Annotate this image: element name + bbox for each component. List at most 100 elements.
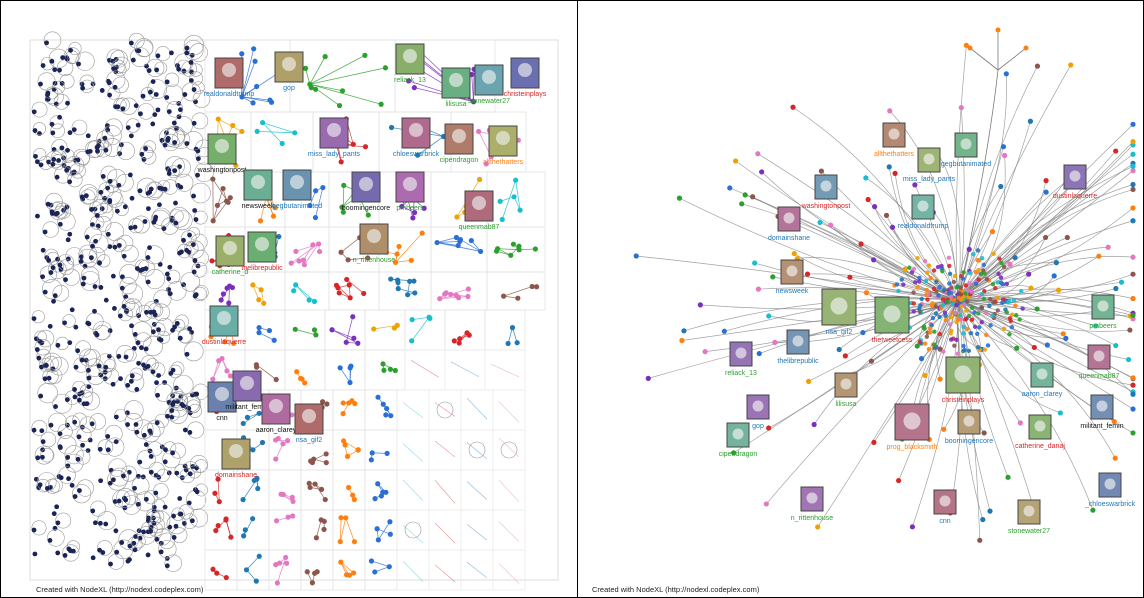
core-node [952,343,957,348]
node [253,578,259,584]
node [272,205,278,211]
pair-cell [428,509,462,551]
isolate-node [129,195,135,201]
node [493,248,500,254]
self-loop [76,427,92,443]
account-label: cipendragon [440,157,479,164]
node [212,490,218,496]
isolate-node [75,348,81,354]
isolate-node [49,121,55,127]
self-loop [186,399,201,414]
self-loop [166,514,187,535]
self-loop [102,138,122,157]
node [271,337,277,343]
node [226,300,232,306]
account-avatar: allthethatters [483,125,524,166]
core-node [985,343,991,348]
node [350,492,356,498]
node [815,524,821,530]
core-node [961,343,966,349]
isolate-node [181,237,186,243]
cell-border [364,389,398,431]
self-loop [34,338,52,356]
isolate-node [49,58,55,64]
self-loop [191,261,208,278]
isolate-node [71,127,77,133]
edge [436,237,457,243]
node [214,570,220,576]
avatar-face [449,73,463,87]
node [351,570,357,576]
isolate-node [162,504,168,510]
isolate-node [170,327,175,333]
self-loop [120,465,137,482]
isolate-node [154,67,160,73]
node [1130,375,1136,381]
node [1034,63,1041,69]
isolate-node [94,213,100,218]
edge [395,259,412,263]
isolate-node [64,397,70,403]
node [351,335,357,341]
account-avatar: gegbutanimated [272,169,322,210]
isolate-node [47,323,53,329]
node [339,88,346,94]
isolate-node [103,297,109,303]
account-label: pmbeers [1089,323,1117,330]
isolate-node [94,144,100,150]
node [273,562,279,568]
isolate-node [133,422,139,427]
node [256,330,262,336]
isolate-node [121,253,127,259]
pair-cell [492,469,526,511]
cell-border [332,549,366,591]
node [289,412,295,418]
node [697,302,703,308]
node [937,376,943,382]
node [1130,186,1136,193]
account-avatar: cipendragon [719,422,757,458]
core-node [995,280,1001,285]
core-node [933,303,938,309]
node [216,499,222,505]
account-avatar: miss_lady_pants [308,117,361,158]
isolate-node [167,291,173,297]
core-node [952,297,957,303]
edge [256,364,277,380]
isolate-node [64,56,70,62]
edge [241,61,256,98]
cell-border [492,549,526,591]
isolate-node [128,40,134,46]
edge [262,122,283,144]
self-loop [119,277,137,295]
node [912,182,918,188]
edge [490,363,520,378]
isolate-node [184,247,190,253]
self-loop [97,511,117,531]
core-node [928,275,933,281]
pair-cell [492,549,526,591]
avatar-face [1096,400,1108,412]
avatar-face [215,139,229,153]
isolate-node [169,408,175,413]
isolate-node [176,101,182,106]
pair-cell [396,429,430,471]
isolate-node [153,214,159,220]
edge [417,136,444,156]
node [1125,356,1132,363]
cluster-cell [244,309,286,351]
node [313,188,319,194]
edge [512,327,518,343]
node [223,517,229,523]
isolate-node [151,504,157,510]
core-node [984,310,989,316]
self-loop [62,544,80,562]
node [1042,234,1049,241]
isolate-node [46,375,52,381]
node [1118,279,1125,285]
isolate-node [127,557,132,562]
node [732,158,739,164]
self-loop [107,191,124,208]
node [681,328,687,334]
avatar-face [1104,478,1116,490]
